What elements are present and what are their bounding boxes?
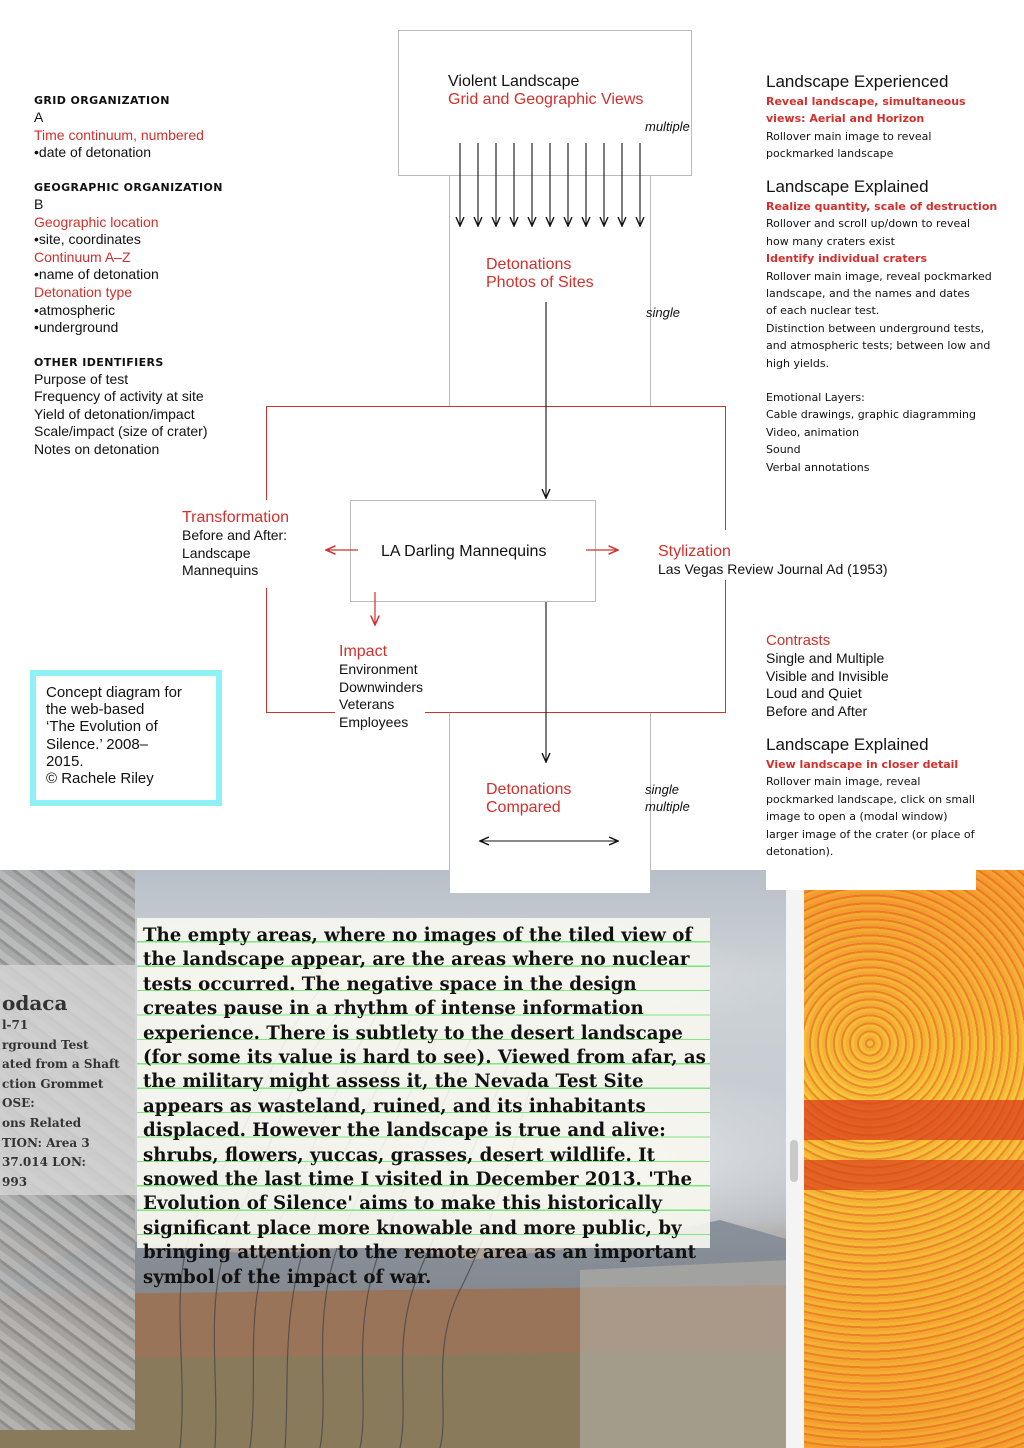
list-item: Frequency of activity at site [34, 388, 204, 405]
grid-organization-heading: GRID ORGANIZATION [34, 94, 170, 107]
caption-text: Concept diagram for the web-based ‘The E… [46, 684, 182, 788]
top-box [398, 30, 692, 176]
caption-box: Concept diagram for the web-based ‘The E… [30, 670, 222, 806]
center-box-label: LA Darling Mannequins [381, 543, 547, 560]
heatmap-band [804, 1160, 1024, 1190]
aerial-line: l-71 [2, 1018, 29, 1032]
geo-item-site: •site, coordinates [34, 231, 141, 248]
aerial-line: TION: Area 3 [2, 1135, 90, 1150]
aerial-line: OSE: [2, 1096, 35, 1111]
aerial-title: odaca [2, 991, 68, 1015]
grid-letter: A [34, 109, 44, 125]
impact-body: Environment Downwinders Veterans Employe… [339, 661, 424, 730]
aerial-line: ated from a Shaft [2, 1057, 120, 1072]
detonations-photos-title: Detonations [486, 256, 572, 273]
top-box-subtitle: Grid and Geographic Views [448, 91, 644, 108]
explained-red-2: Identify individual craters [766, 252, 928, 266]
other-identifiers-list: Purpose of test Frequency of activity at… [34, 371, 208, 459]
experienced-red: Reveal landscape, simultaneous views: Ae… [766, 95, 966, 126]
multiple-label: multiple [645, 119, 690, 134]
explained2-red: View landscape in closer detail [766, 758, 959, 771]
explained-red-1: Realize quantity, scale of destruction [766, 200, 998, 213]
contrasts-body: Single and Multiple Visible and Invisibl… [766, 650, 889, 719]
geo-item-continuum: Continuum A–Z [34, 248, 131, 265]
aerial-line: ons Related [2, 1115, 82, 1130]
aerial-line: rground Test [2, 1037, 89, 1052]
heatmap-band [804, 1100, 1024, 1140]
experienced-title: Landscape Experienced [766, 72, 949, 91]
single-label-2: single [645, 782, 679, 797]
geo-item-location: Geographic location [34, 213, 159, 230]
list-item: Scale/impact (size of crater) [34, 423, 208, 440]
aerial-line: 993 [2, 1174, 28, 1189]
list-item: Yield of detonation/impact [34, 405, 195, 422]
list-item: Purpose of test [34, 370, 129, 387]
grid-item-time: Time continuum, numbered [34, 126, 204, 143]
detonations-compared-title: Detonations [486, 781, 572, 798]
list-item: Notes on detonation [34, 440, 160, 457]
stylization-title: Stylization [658, 543, 731, 560]
geo-item-type: Detonation type [34, 284, 133, 300]
aerial-line: 37.014 LON: [2, 1155, 86, 1170]
explained2-title: Landscape Explained [766, 735, 929, 754]
multiple-label-2: multiple [645, 799, 690, 814]
geo-letter: B [34, 196, 44, 212]
heatmap-photo [804, 870, 1024, 1448]
experienced-body: Rollover main image to reveal pockmarked… [766, 129, 932, 161]
center-box [350, 500, 596, 602]
diagram-lines [266, 30, 726, 870]
other-identifiers-heading: OTHER IDENTIFIERS [34, 356, 164, 369]
impact-title: Impact [339, 643, 388, 660]
transformation-title: Transformation [182, 509, 289, 526]
detonations-photos-subtitle: Photos of Sites [486, 274, 594, 291]
top-box-title: Violent Landscape [448, 73, 580, 90]
multiple-arrows [460, 143, 640, 226]
right-box-overlap [766, 868, 976, 890]
landscape-collage: odaca l-71 rground Test ated from a Shaf… [0, 870, 1024, 1448]
stylization-body: Las Vegas Review Journal Ad (1953) [658, 561, 888, 577]
scrollbar-thumb[interactable] [790, 1140, 798, 1182]
aerial-line: ction Grommet [2, 1076, 104, 1091]
grid-item-date: •date of detonation [34, 144, 151, 161]
explained-body-1: Rollover and scroll up/down to reveal ho… [766, 217, 971, 248]
explained2-body: Rollover main image, reveal pockmarked l… [766, 775, 975, 859]
single-label: single [646, 305, 680, 320]
aerial-label-panel [0, 965, 140, 1195]
aerial-text: odaca l-71 rground Test ated from a Shaf… [2, 990, 120, 1192]
contrasts-title: Contrasts [766, 632, 831, 649]
emotional-layers: Emotional Layers: Cable drawings, graphi… [766, 391, 976, 474]
geographic-organization-heading: GEOGRAPHIC ORGANIZATION [34, 181, 223, 194]
quote-panel [137, 918, 710, 1248]
geo-item-underground: •underground [34, 319, 119, 336]
column-overlap [450, 868, 650, 893]
geo-item-name: •name of detonation [34, 266, 159, 283]
explained-body-2: Rollover main image, reveal pockmarked l… [766, 269, 992, 370]
transformation-body: Before and After: Landscape Mannequins [182, 527, 288, 579]
detonations-compared-subtitle: Compared [486, 799, 561, 816]
geo-item-atmospheric: •atmospheric [34, 301, 116, 318]
quote-text: The empty areas, where no images of the … [143, 925, 706, 1288]
heatmap-tint [804, 870, 1024, 1448]
explained-title: Landscape Explained [766, 177, 929, 196]
